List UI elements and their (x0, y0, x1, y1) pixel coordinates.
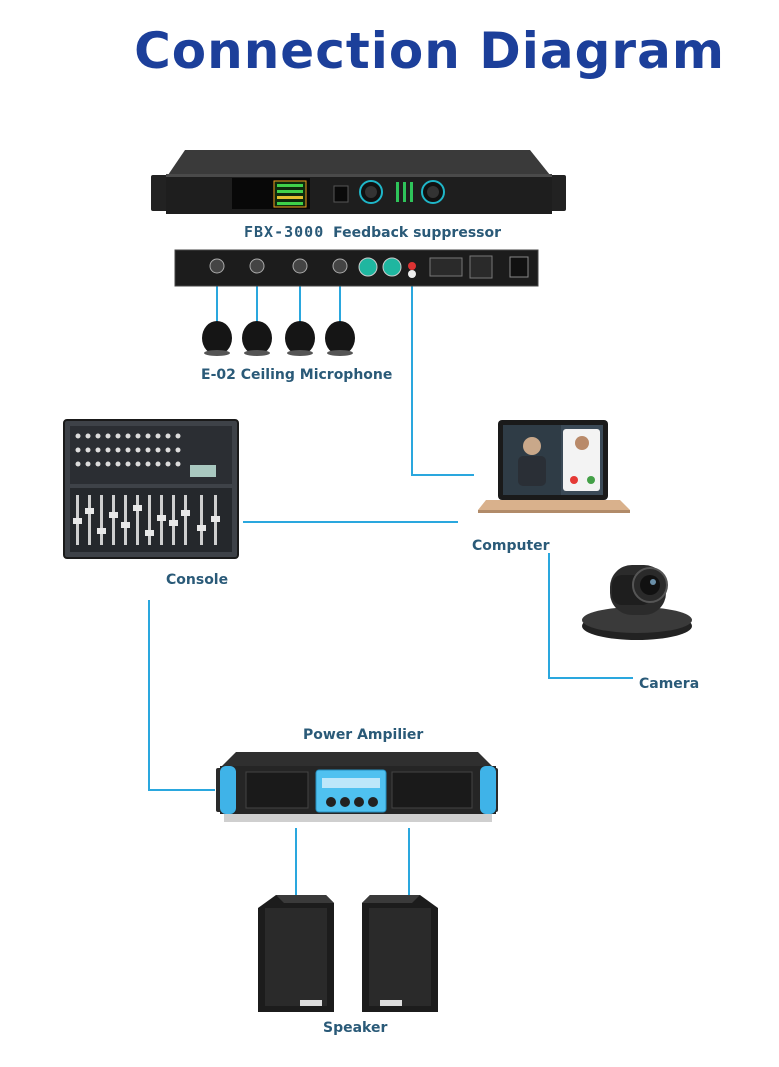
fbx-rear-panel (174, 249, 539, 287)
page-title: Connection Diagram (134, 22, 725, 80)
fbx-label: FBX-3000 Feedback suppressor (244, 223, 501, 241)
console-label: Console (166, 572, 229, 588)
power-amplifier-label: Power Ampilier (303, 727, 424, 743)
cables (148, 284, 633, 895)
power-amplifier (216, 752, 498, 822)
laptop-computer (478, 420, 630, 513)
speakers (258, 895, 438, 1012)
fbx-to-computer-cable (411, 284, 474, 476)
camera-label: Camera (639, 676, 700, 692)
computer-to-camera-cable (548, 553, 633, 679)
fbx-front-panel (151, 150, 566, 214)
speaker-label: Speaker (323, 1020, 388, 1036)
ceiling-microphones (202, 321, 355, 356)
mixing-console (63, 419, 239, 559)
ptz-camera (582, 565, 692, 640)
ceiling-microphone-label: E-02 Ceiling Microphone (201, 367, 393, 383)
fbx-model-name: FBX-3000 (244, 223, 325, 241)
fbx-description: Feedback suppressor (333, 225, 502, 241)
console-to-amp-cable (148, 600, 215, 791)
computer-label: Computer (472, 538, 550, 554)
